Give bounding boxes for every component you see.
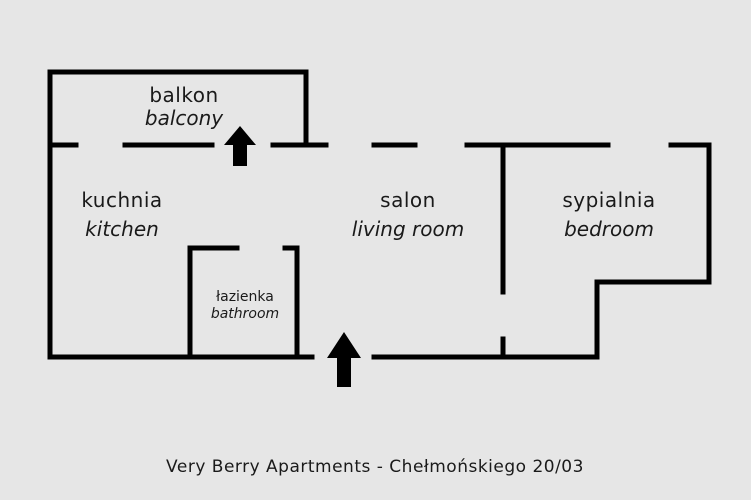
bedroom-outer-wall (594, 142, 712, 360)
room-label-bedroom-pl: sypialnia (562, 188, 656, 212)
room-label-balcony-en: balcony (144, 106, 224, 130)
bathroom-wall (282, 245, 300, 360)
room-label-bathroom-en: bathroom (210, 306, 280, 322)
room-label-kitchen-en: kitchen (85, 217, 159, 241)
room-label-living-room-pl: salon (380, 188, 436, 212)
balcony-arrow-icon (224, 126, 256, 166)
footer-caption: Very Berry Apartments - Chełmońskiego 20… (166, 457, 584, 477)
balcony-wall (47, 69, 309, 148)
room-label-bathroom-pl: łazienka (216, 289, 274, 305)
room-label-kitchen-pl: kuchnia (81, 188, 163, 212)
bathroom-wall (187, 245, 240, 360)
entrance-arrow-icon (327, 332, 361, 387)
room-label-living-room-en: living room (351, 217, 465, 241)
room-label-balcony-pl: balkon (149, 83, 219, 107)
room-label-bedroom-en: bedroom (564, 217, 654, 241)
